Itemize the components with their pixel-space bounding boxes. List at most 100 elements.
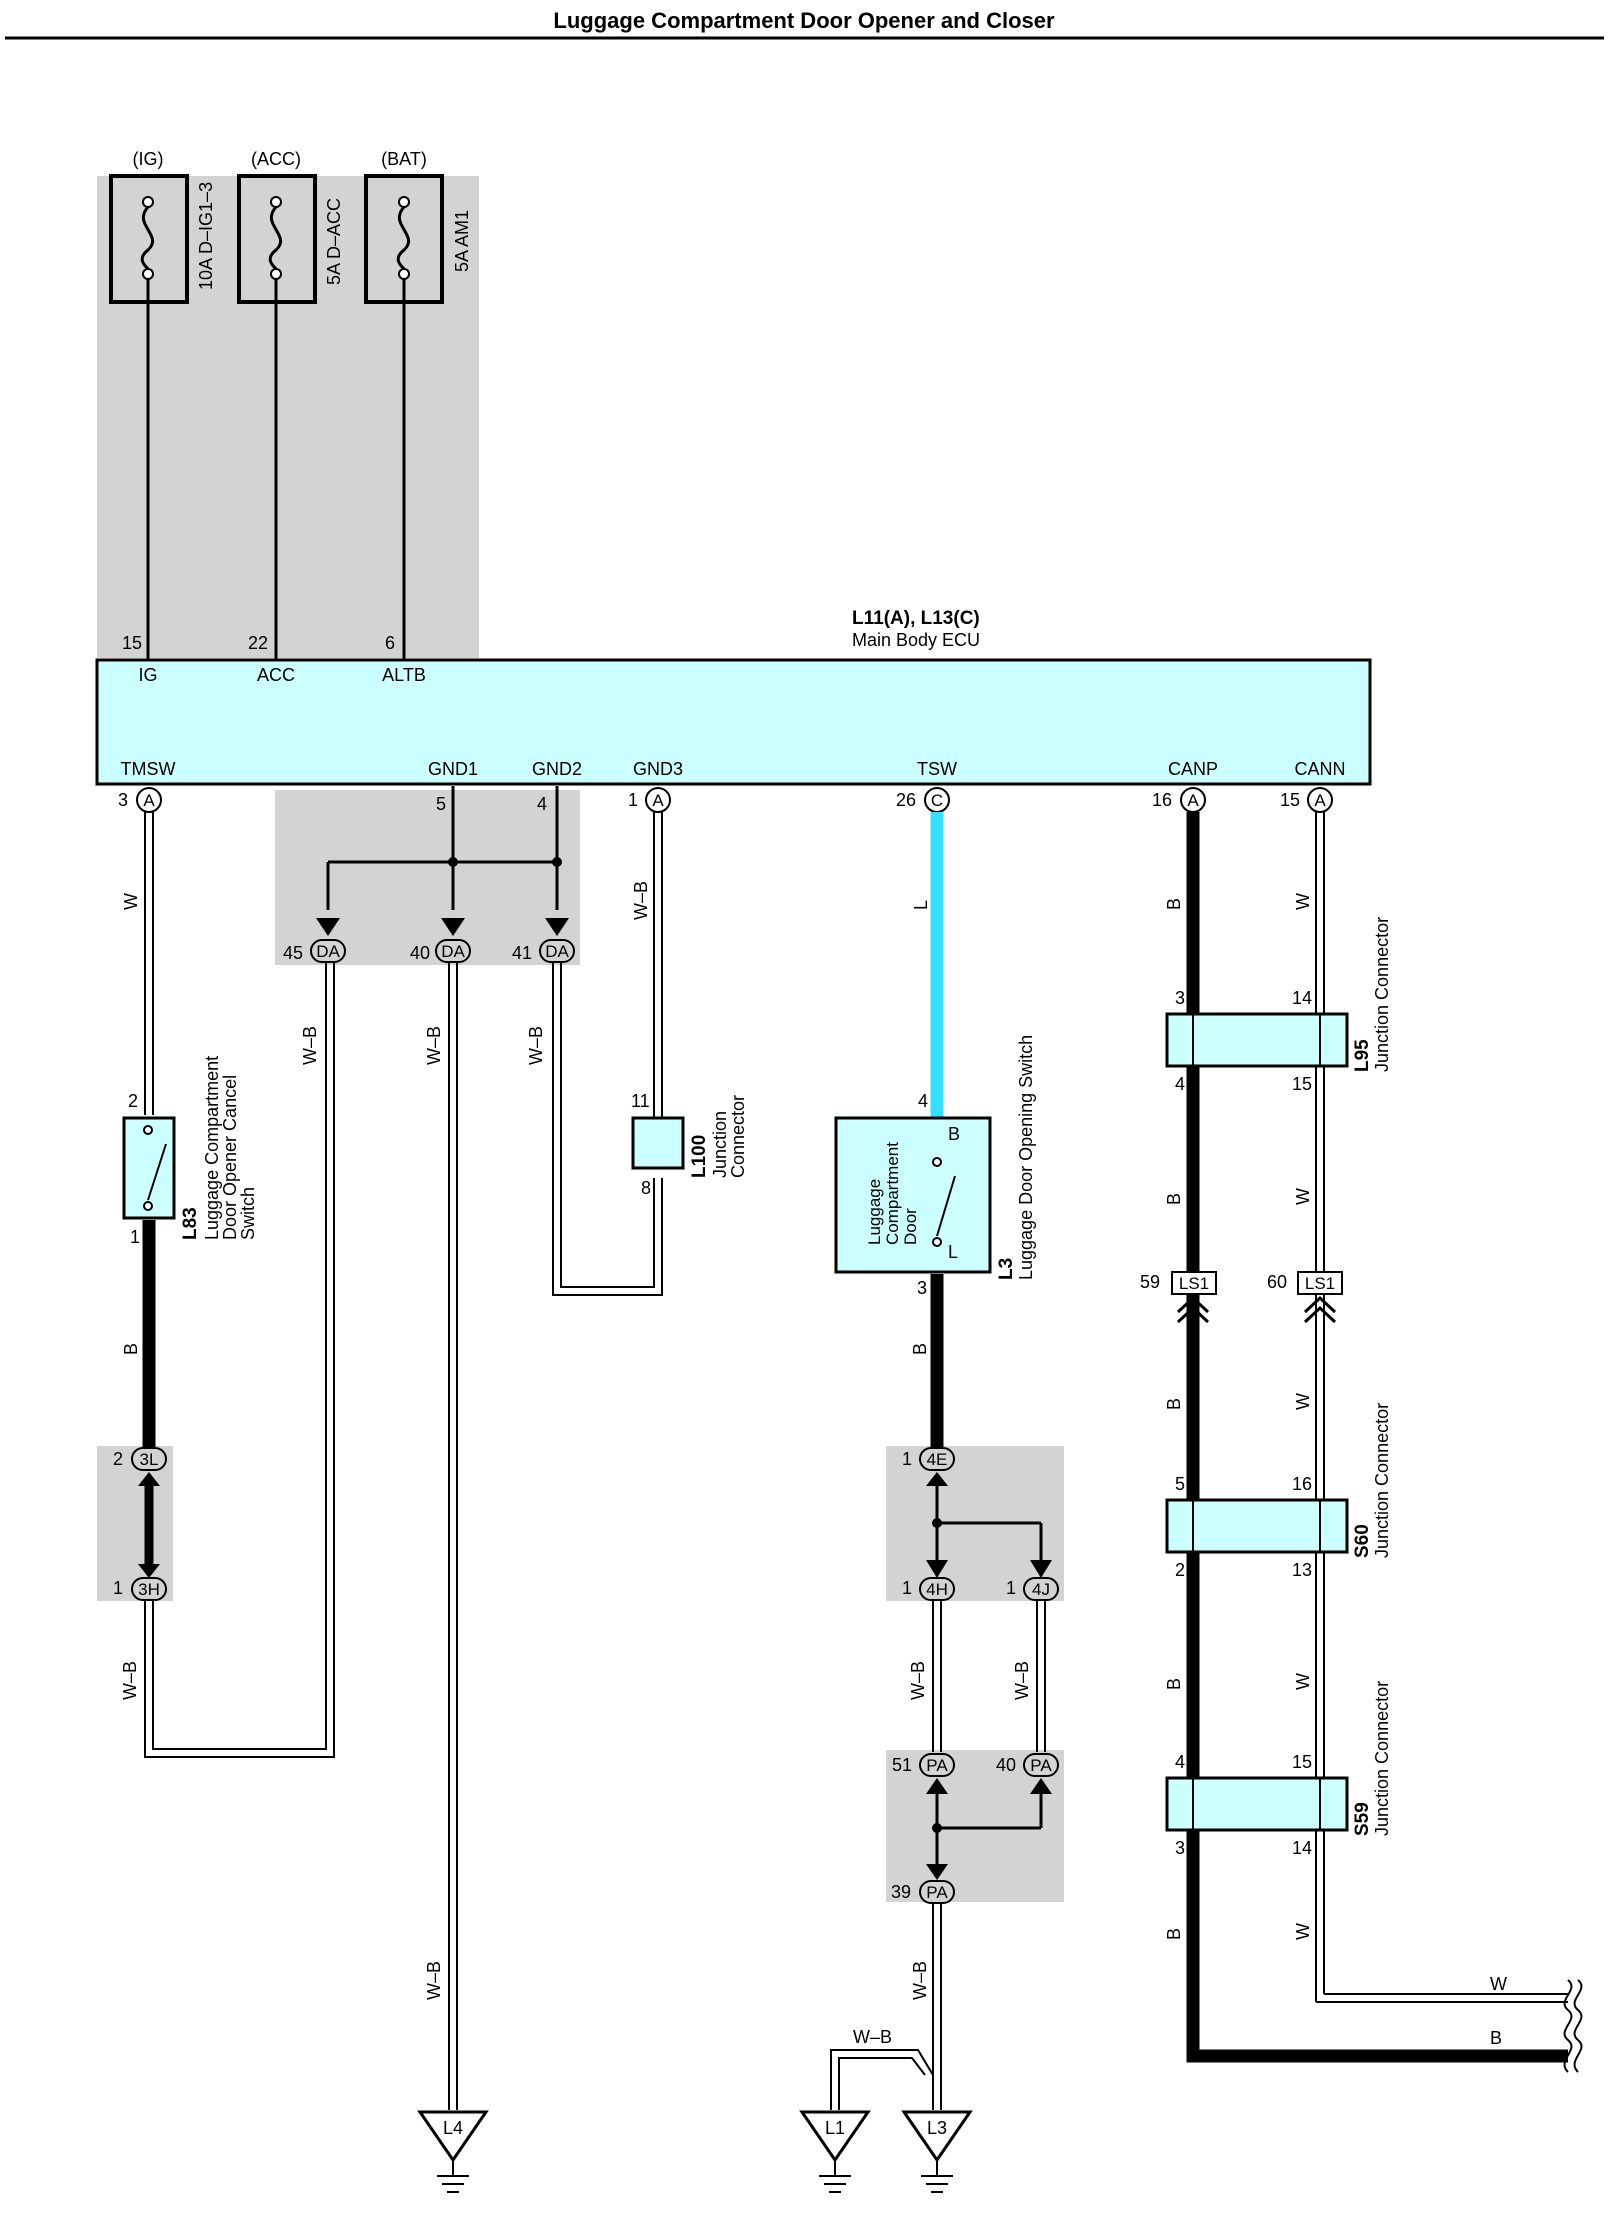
wire-tmsw-w: W	[121, 812, 154, 1115]
svg-text:15: 15	[1280, 790, 1300, 810]
svg-text:40: 40	[410, 943, 430, 963]
pin-tmsw: 3 A	[118, 787, 162, 813]
svg-text:DA: DA	[545, 942, 569, 961]
svg-text:Junction Connector: Junction Connector	[1372, 1681, 1392, 1836]
ecu-term-cann: CANN	[1294, 759, 1345, 779]
pin-gnd2: 4	[537, 794, 547, 814]
svg-text:45: 45	[283, 943, 303, 963]
svg-text:W–B: W–B	[853, 2027, 892, 2047]
svg-text:14: 14	[1292, 1838, 1312, 1858]
svg-text:W–B: W–B	[300, 1026, 320, 1065]
ecu-term-gnd1: GND1	[428, 759, 478, 779]
svg-text:15: 15	[1292, 1074, 1312, 1094]
ground-l1: L1	[799, 2110, 871, 2193]
pin-tsw: 26 C	[896, 787, 950, 813]
wire-4h-pa-wb: W–B W–B	[908, 1601, 1046, 1752]
svg-text:1: 1	[130, 1227, 140, 1247]
svg-text:Junction Connector: Junction Connector	[1372, 1403, 1392, 1558]
svg-text:(BAT): (BAT)	[381, 149, 427, 169]
connector-3l: 2 3L	[113, 1447, 167, 1578]
svg-text:39: 39	[891, 1882, 911, 1902]
svg-text:15: 15	[1292, 1752, 1312, 1772]
svg-text:40: 40	[996, 1755, 1016, 1775]
svg-text:Switch: Switch	[238, 1187, 258, 1240]
junction-l95: 3 14 4 15 L95 Junction Connector	[1165, 917, 1392, 1094]
svg-text:L: L	[911, 900, 931, 910]
svg-text:(IG): (IG)	[133, 149, 164, 169]
svg-text:PA: PA	[926, 1883, 948, 1902]
svg-text:1: 1	[1006, 1578, 1016, 1598]
pin-canp: 16 A	[1152, 787, 1206, 813]
svg-text:16: 16	[1152, 790, 1172, 810]
pin-gnd1: 5	[436, 794, 446, 814]
svg-text:L95: L95	[1352, 1039, 1373, 1072]
svg-text:L: L	[948, 1242, 958, 1262]
page-title: Luggage Compartment Door Opener and Clos…	[553, 8, 1055, 33]
svg-text:A: A	[1314, 791, 1326, 810]
svg-text:L3: L3	[996, 1258, 1017, 1280]
svg-text:B: B	[1490, 2028, 1502, 2048]
pin-6: 6	[385, 633, 395, 653]
svg-text:11: 11	[631, 1091, 650, 1111]
svg-text:PA: PA	[926, 1756, 948, 1775]
svg-text:3: 3	[917, 1278, 927, 1298]
wire-tsw-l: L	[911, 812, 944, 1118]
svg-text:L83: L83	[180, 1207, 201, 1240]
connector-4e: 1 4E	[902, 1447, 1052, 1578]
svg-text:Door: Door	[901, 1208, 920, 1245]
svg-text:5: 5	[1175, 1474, 1185, 1494]
ecu-term-acc: ACC	[257, 665, 295, 685]
ground-bus	[316, 786, 569, 936]
svg-text:Luggage Compartment: Luggage Compartment	[202, 1056, 222, 1240]
connector-ls1-60: 60 LS1	[1267, 1271, 1343, 1324]
svg-text:W: W	[121, 893, 141, 910]
pin-cann: 15 A	[1280, 787, 1333, 813]
svg-text:59: 59	[1140, 1272, 1160, 1292]
break-marks	[1563, 1979, 1583, 2073]
l83-cancel-switch: 2 1 L83 Luggage Compartment Door Opener …	[122, 1056, 258, 1247]
connector-pa-39: 39 PA	[891, 1880, 955, 1904]
svg-text:B: B	[1164, 898, 1184, 910]
ecu-term-altb: ALTB	[382, 665, 426, 685]
svg-text:2: 2	[113, 1449, 123, 1469]
ecu-term-ig: IG	[138, 665, 157, 685]
main-body-ecu	[95, 658, 1372, 786]
svg-text:26: 26	[896, 790, 916, 810]
svg-text:B: B	[1164, 1678, 1184, 1690]
svg-text:Luggage Door Opening Switch: Luggage Door Opening Switch	[1016, 1035, 1036, 1280]
svg-text:LS1: LS1	[1305, 1274, 1335, 1293]
svg-text:W: W	[1293, 1188, 1313, 1205]
svg-text:DA: DA	[316, 942, 340, 961]
svg-text:W: W	[1293, 893, 1313, 910]
connector-pa-51: 51 PA	[892, 1753, 955, 1777]
wire-canp-b: B B B B B B	[1164, 812, 1568, 2063]
svg-text:A: A	[143, 791, 155, 810]
svg-text:W: W	[1293, 1673, 1313, 1690]
svg-text:DA: DA	[441, 942, 465, 961]
fuse-ig: (IG) 10A D–IG1–3	[109, 149, 216, 304]
svg-text:W–B: W–B	[120, 1661, 140, 1700]
svg-text:W: W	[1293, 1393, 1313, 1410]
wire-da40-l4-wb: W–B W–B	[424, 962, 458, 2110]
svg-text:W: W	[1490, 1974, 1507, 1994]
svg-text:L1: L1	[825, 2118, 845, 2138]
svg-text:4: 4	[1175, 1074, 1185, 1094]
svg-text:4: 4	[1175, 1752, 1185, 1772]
svg-text:4: 4	[918, 1091, 928, 1111]
svg-text:4J: 4J	[1032, 1580, 1050, 1599]
svg-text:S59: S59	[1352, 1802, 1373, 1836]
pa-joint	[926, 1778, 1052, 1880]
svg-text:W–B: W–B	[526, 1026, 546, 1065]
svg-text:A: A	[1187, 791, 1199, 810]
wire-l83-b: B	[121, 1220, 156, 1448]
ecu-term-gnd3: GND3	[633, 759, 683, 779]
svg-text:3H: 3H	[138, 1580, 160, 1599]
svg-text:L3: L3	[927, 2118, 947, 2138]
svg-text:4H: 4H	[926, 1580, 948, 1599]
connector-da-41: 41 DA	[512, 939, 575, 963]
wire-da41-l100-wb: W–B W–B	[526, 812, 663, 1296]
svg-text:41: 41	[512, 943, 532, 963]
svg-text:B: B	[1164, 1928, 1184, 1940]
connector-4j: 1 4J	[1006, 1577, 1059, 1601]
ecu-term-tmsw: TMSW	[121, 759, 176, 779]
